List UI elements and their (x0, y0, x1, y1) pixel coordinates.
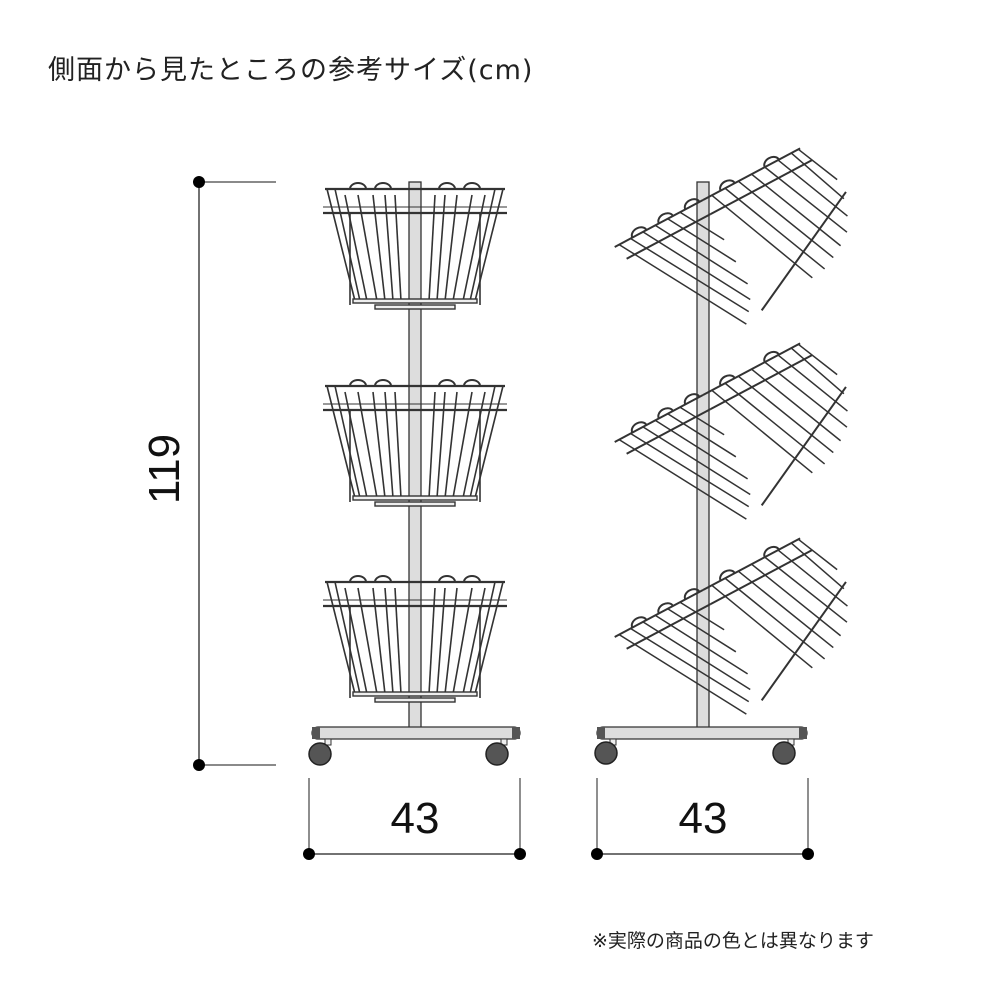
height-dimension-line (193, 176, 276, 771)
width-label-side: 43 (678, 794, 728, 843)
width-dimension-line-side (591, 778, 814, 860)
width-dimension-line-front (303, 778, 526, 860)
front-view-rack (308, 181, 521, 766)
color-disclaimer-note: ※実際の商品の色とは異なります (592, 930, 874, 952)
height-label: 119 (140, 433, 189, 505)
side-view-rack (594, 132, 878, 765)
width-label-front: 43 (390, 794, 440, 843)
page-title: 側面から見たところの参考サイズ(cm) (48, 55, 534, 86)
